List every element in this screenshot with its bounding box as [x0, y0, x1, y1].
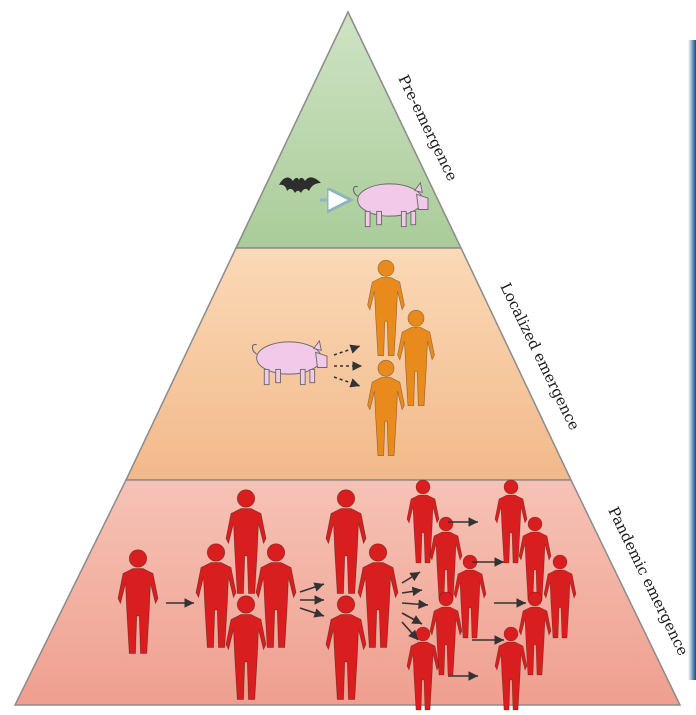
tier-localized-emergence	[126, 248, 571, 480]
